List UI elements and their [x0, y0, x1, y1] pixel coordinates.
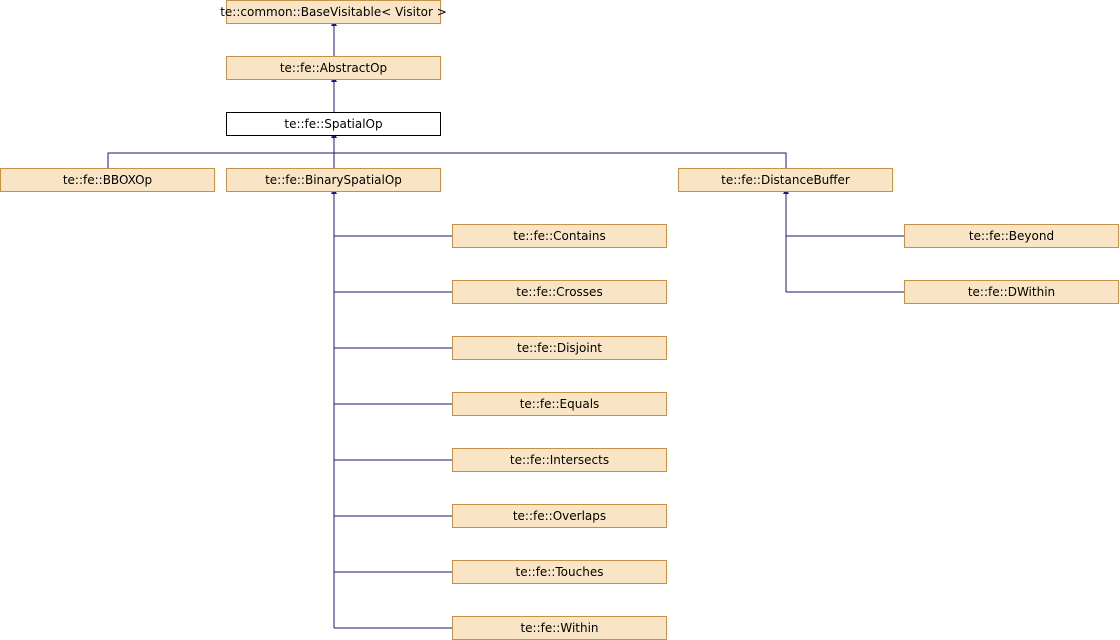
node-within[interactable]: te::fe::Within — [452, 616, 667, 640]
node-crosses[interactable]: te::fe::Crosses — [452, 280, 667, 304]
node-abstract-op[interactable]: te::fe::AbstractOp — [226, 56, 441, 80]
node-spatial-op: te::fe::SpatialOp — [226, 112, 441, 136]
node-touches[interactable]: te::fe::Touches — [452, 560, 667, 584]
node-binary-spatial-op[interactable]: te::fe::BinarySpatialOp — [226, 168, 441, 192]
node-bbox-op[interactable]: te::fe::BBOXOp — [0, 168, 215, 192]
node-equals[interactable]: te::fe::Equals — [452, 392, 667, 416]
edge-bboxop-to-spatialop — [107, 152, 334, 168]
node-beyond[interactable]: te::fe::Beyond — [904, 224, 1119, 248]
node-base-visitable[interactable]: te::common::BaseVisitable< Visitor > — [220, 0, 447, 24]
node-dwithin[interactable]: te::fe::DWithin — [904, 280, 1119, 304]
node-intersects[interactable]: te::fe::Intersects — [452, 448, 667, 472]
node-distance-buffer[interactable]: te::fe::DistanceBuffer — [678, 168, 893, 192]
node-contains[interactable]: te::fe::Contains — [452, 224, 667, 248]
node-overlaps[interactable]: te::fe::Overlaps — [452, 504, 667, 528]
node-disjoint[interactable]: te::fe::Disjoint — [452, 336, 667, 360]
edge-distancebuffer-to-spatialop — [334, 152, 787, 168]
